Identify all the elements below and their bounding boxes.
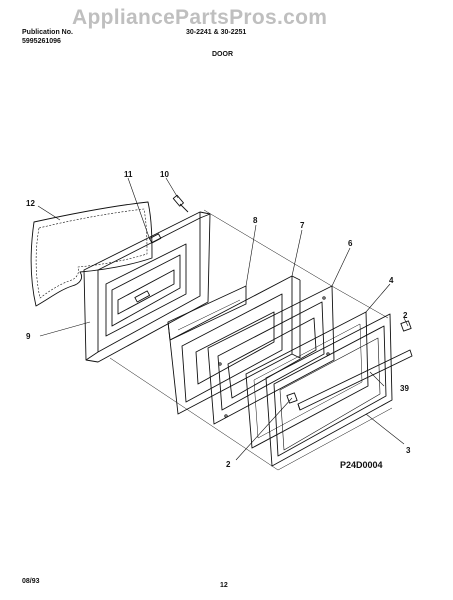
callout-9: 9 xyxy=(26,332,31,341)
door-frame xyxy=(207,285,335,425)
door-handle xyxy=(297,349,413,411)
callout-leaders xyxy=(37,177,409,461)
outer-door-panel xyxy=(265,313,393,467)
callout-12: 12 xyxy=(26,199,35,208)
callout-39: 39 xyxy=(400,384,409,393)
callout-2-lower: 2 xyxy=(226,460,231,469)
callout-4: 4 xyxy=(389,276,394,285)
model-numbers: 30-2241 & 30-2251 xyxy=(186,29,247,36)
callout-3: 3 xyxy=(406,446,411,455)
publication-label: Publication No. xyxy=(22,29,73,36)
callout-6: 6 xyxy=(348,239,353,248)
door-hardware xyxy=(149,194,189,244)
callout-8: 8 xyxy=(253,216,258,225)
outer-glass xyxy=(245,311,369,449)
section-title: DOOR xyxy=(212,51,233,58)
callout-labels: 12 11 10 8 7 6 4 2 9 39 3 2 xyxy=(26,170,411,469)
inner-door-liner xyxy=(83,211,211,363)
callout-2-upper: 2 xyxy=(403,311,408,320)
guide-lines xyxy=(109,209,393,471)
callout-10: 10 xyxy=(160,170,169,179)
door-insulation xyxy=(167,285,247,341)
footer-page-number: 12 xyxy=(220,582,228,589)
door-gasket xyxy=(30,201,153,307)
footer-date: 08/93 xyxy=(22,578,40,585)
publication-number: 5995261096 xyxy=(22,38,61,45)
callout-7: 7 xyxy=(300,221,305,230)
inner-glass-panel xyxy=(169,275,301,415)
callout-11: 11 xyxy=(124,170,133,179)
figure-code: P24D0004 xyxy=(340,460,383,470)
watermark-text: AppliancePartsPros.com xyxy=(72,6,328,29)
handle-mounts xyxy=(286,320,412,404)
